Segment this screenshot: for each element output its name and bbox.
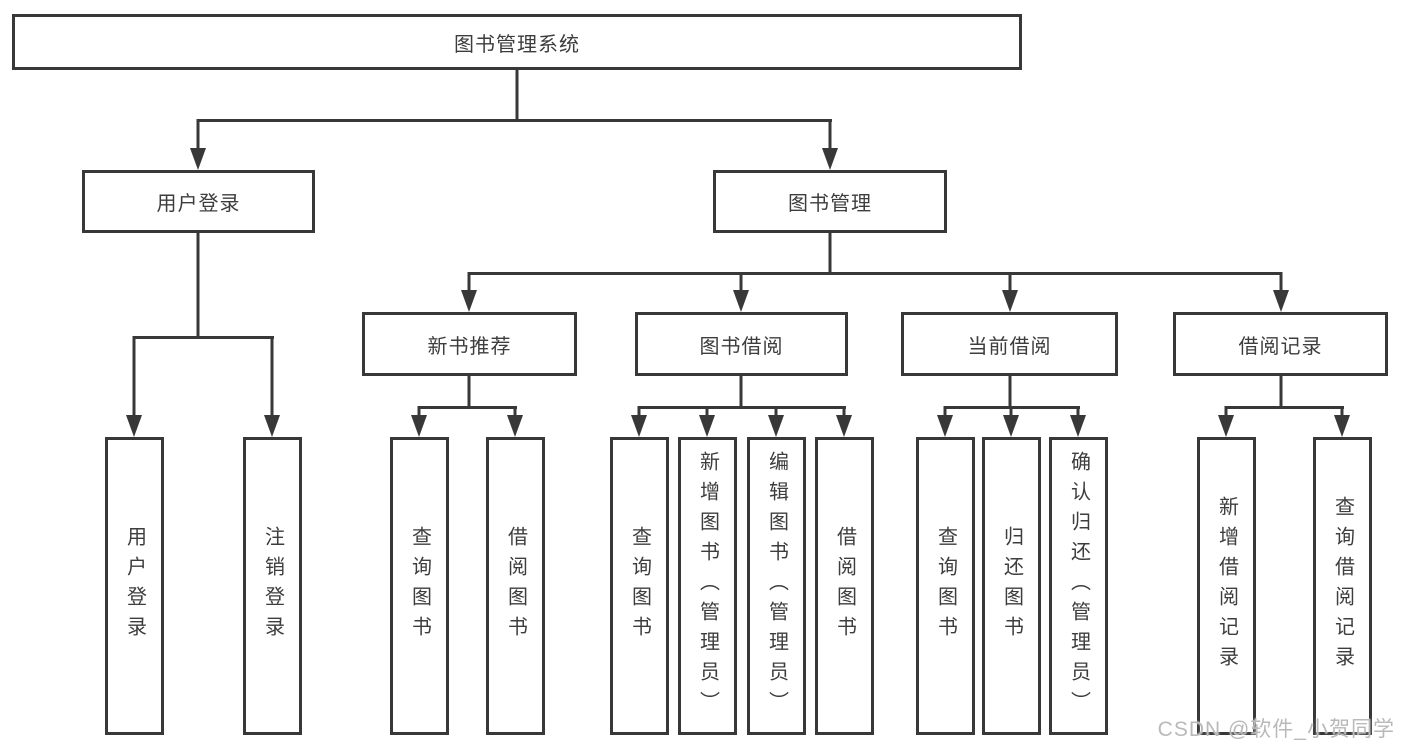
connector-new-book-leaf-branch: [418, 406, 517, 409]
connector-leaf-drop: [705, 406, 709, 418]
node-confirm-return-admin-label: 确认归还（管理员）: [1067, 451, 1090, 721]
csdn-watermark: CSDN @软件_小贺同学: [1157, 718, 1395, 741]
connector-borrowing-records-leaf-branch: [1225, 406, 1344, 409]
node-root: 图书管理系统: [12, 14, 1022, 70]
arrowhead-user-login-icon: [190, 148, 206, 170]
arrowhead-book-borrowing-icon: [733, 290, 749, 312]
connector-new-book-stem: [467, 375, 471, 407]
node-book-management-label: 图书管理: [788, 193, 872, 215]
node-query-books-recommend-label: 查询图书: [408, 526, 431, 646]
arrowhead-leaf-icon: [1334, 415, 1350, 437]
connector-borrowing-records-drop: [1279, 272, 1283, 292]
connector-login-leaf-drop: [132, 336, 136, 417]
node-edit-books-admin: 编辑图书（管理员）: [747, 437, 806, 735]
connector-leaf-drop: [637, 406, 641, 418]
arrowhead-logout-leaf-icon: [264, 415, 280, 437]
node-query-books-current-label: 查询图书: [934, 526, 957, 646]
node-current-borrowing: 当前借阅: [901, 312, 1118, 376]
connector-borrowing-records-stem: [1279, 375, 1283, 407]
arrowhead-current-borrowing-icon: [1002, 290, 1018, 312]
connector-book-management-drop: [828, 119, 832, 150]
arrowhead-leaf-icon: [1003, 415, 1019, 437]
arrowhead-book-management-icon: [822, 148, 838, 170]
node-user-login: 用户登录: [82, 170, 315, 233]
node-user-login-label: 用户登录: [156, 193, 241, 215]
connector-leaf-drop: [1340, 406, 1344, 418]
connector-current-borrowing-stem: [1008, 375, 1012, 407]
node-add-books-admin-label: 新增图书（管理员）: [696, 451, 719, 721]
arrowhead-leaf-icon: [507, 415, 523, 437]
node-borrow-books-recommend-label: 借阅图书: [504, 526, 527, 646]
connector-leaf-drop: [1076, 406, 1080, 418]
connector-book-borrowing-leaf-branch: [638, 406, 846, 409]
node-logout-action: 注销登录: [243, 437, 302, 735]
node-return-books-label: 归还图书: [1000, 526, 1023, 646]
node-borrow-books-recommend: 借阅图书: [486, 437, 545, 735]
connector-leaf-drop: [842, 406, 846, 418]
node-confirm-return-admin: 确认归还（管理员）: [1049, 437, 1108, 735]
arrowhead-leaf-icon: [411, 415, 427, 437]
arrowhead-new-book-icon: [461, 290, 477, 312]
connector-new-book-drop: [467, 272, 471, 292]
node-book-borrowing: 图书借阅: [635, 312, 848, 376]
arrowhead-leaf-icon: [1070, 415, 1086, 437]
node-edit-books-admin-label: 编辑图书（管理员）: [765, 451, 788, 721]
node-current-borrowing-label: 当前借阅: [967, 335, 1052, 358]
arrowhead-leaf-icon: [631, 415, 647, 437]
connector-level2-branch: [468, 272, 1282, 275]
connector-book-borrowing-stem: [739, 375, 743, 407]
connector-leaf-drop: [1009, 406, 1013, 418]
node-query-books-borrowing-label: 查询图书: [628, 526, 651, 646]
node-query-borrow-record: 查询借阅记录: [1313, 437, 1372, 735]
connector-book-management-stem: [828, 233, 832, 273]
arrowhead-login-leaf-icon: [126, 415, 142, 437]
connector-level1-branch: [197, 119, 832, 122]
node-user-login-action: 用户登录: [105, 437, 164, 735]
connector-user-login-leaf-branch: [133, 336, 274, 339]
node-add-borrow-record-label: 新增借阅记录: [1215, 496, 1238, 676]
arrowhead-leaf-icon: [768, 415, 784, 437]
node-query-books-current: 查询图书: [916, 437, 975, 735]
node-user-login-action-label: 用户登录: [123, 526, 146, 646]
arrowhead-leaf-icon: [699, 415, 715, 437]
node-book-management: 图书管理: [713, 170, 947, 233]
node-borrowing-records: 借阅记录: [1173, 312, 1388, 376]
node-return-books: 归还图书: [982, 437, 1041, 735]
node-add-books-admin: 新增图书（管理员）: [678, 437, 737, 735]
arrowhead-borrowing-records-icon: [1273, 290, 1289, 312]
node-logout-action-label: 注销登录: [261, 526, 284, 646]
arrowhead-leaf-icon: [836, 415, 852, 437]
connector-book-borrowing-drop: [739, 272, 743, 292]
node-query-borrow-record-label: 查询借阅记录: [1331, 496, 1354, 676]
arrowhead-leaf-icon: [937, 415, 953, 437]
connector-logout-leaf-drop: [270, 336, 274, 417]
node-borrow-books-borrowing: 借阅图书: [815, 437, 874, 735]
node-root-label: 图书管理系统: [454, 33, 580, 56]
connector-current-borrowing-drop: [1008, 272, 1012, 292]
connector-leaf-drop: [1224, 406, 1228, 418]
connector-leaf-drop: [513, 406, 517, 418]
node-borrow-books-borrowing-label: 借阅图书: [833, 526, 856, 646]
node-new-book-recommendation-label: 新书推荐: [427, 335, 512, 358]
connector-leaf-drop: [417, 406, 421, 418]
node-add-borrow-record: 新增借阅记录: [1197, 437, 1256, 735]
connector-user-login-stem: [196, 232, 200, 338]
connector-leaf-drop: [774, 406, 778, 418]
node-borrowing-records-label: 借阅记录: [1238, 335, 1323, 358]
node-query-books-recommend: 查询图书: [390, 437, 449, 735]
connector-leaf-drop: [943, 406, 947, 418]
connector-root-stem: [515, 69, 519, 119]
node-query-books-borrowing: 查询图书: [610, 437, 669, 735]
connector-user-login-drop: [196, 119, 200, 150]
node-book-borrowing-label: 图书借阅: [699, 335, 784, 358]
node-new-book-recommendation: 新书推荐: [362, 312, 577, 376]
arrowhead-leaf-icon: [1218, 415, 1234, 437]
